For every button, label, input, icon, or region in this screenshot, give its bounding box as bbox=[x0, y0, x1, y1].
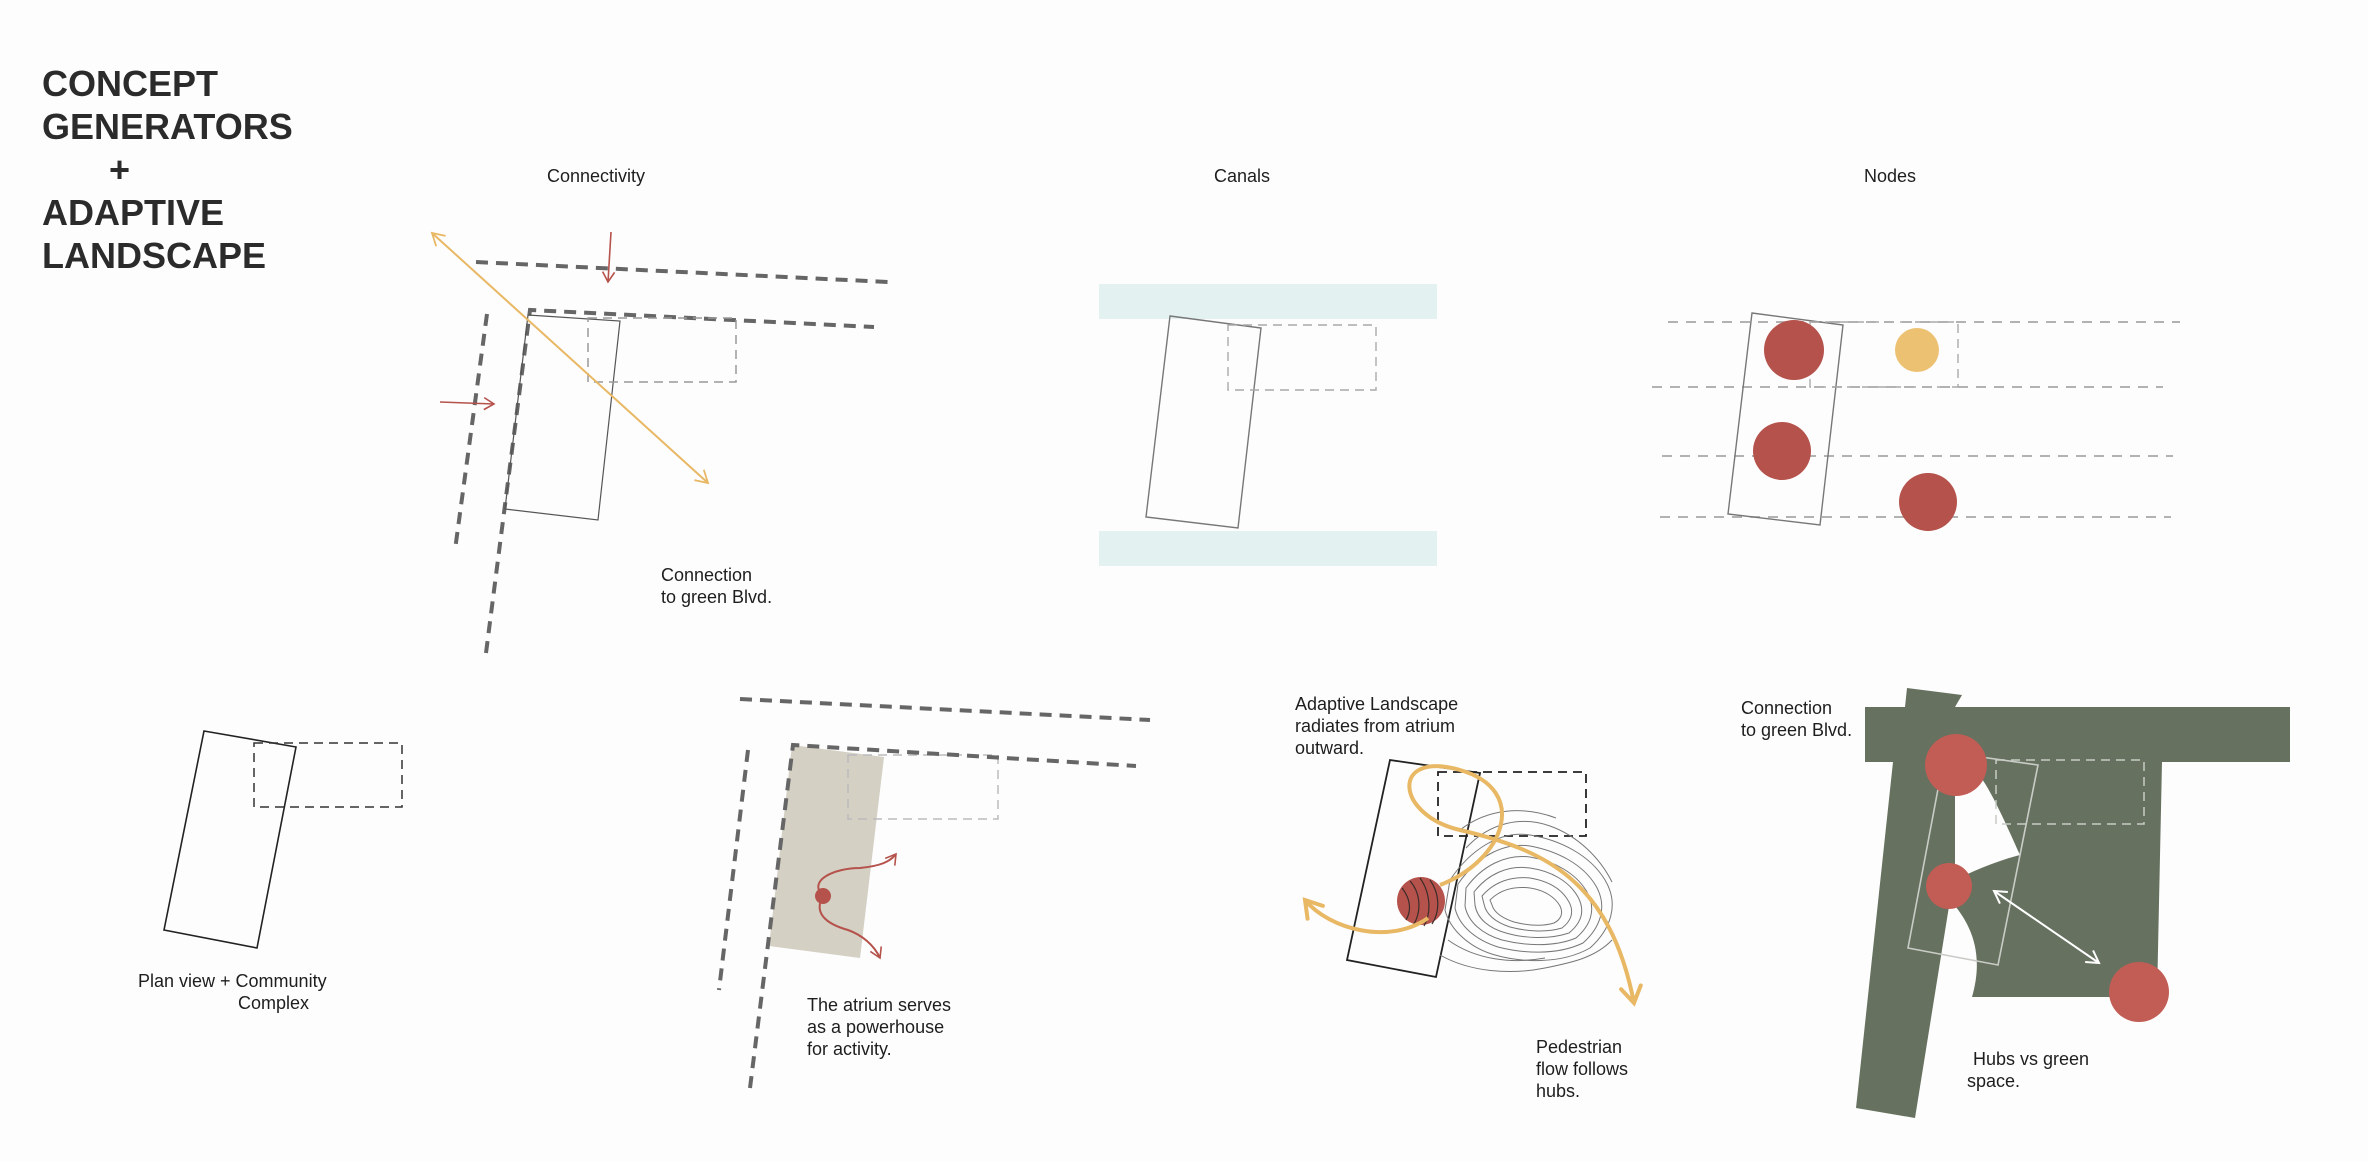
canals-diagram bbox=[1099, 284, 1437, 566]
street-dashed-line bbox=[717, 749, 750, 991]
caption-plan-view: Plan view + Community Complex bbox=[138, 970, 327, 1014]
caption-pedestrian-flow: Pedestrian flow follows hubs. bbox=[1536, 1036, 1628, 1102]
connectivity-diagram bbox=[430, 231, 889, 654]
red-entry-arrow-left bbox=[439, 396, 496, 411]
caption-line: as a powerhouse bbox=[807, 1017, 945, 1037]
caption-connection-green: Connection to green Blvd. bbox=[1741, 697, 1852, 741]
annex-dashed-outline bbox=[1437, 771, 1587, 837]
yellow-connection-arrow bbox=[430, 231, 710, 485]
heading-canals: Canals bbox=[1214, 166, 1271, 186]
building-outline bbox=[1907, 751, 2039, 966]
site-boundary-dashed-line bbox=[484, 307, 875, 654]
hub-node bbox=[1753, 422, 1811, 480]
hub-node bbox=[1926, 863, 1972, 909]
pedestrian-flow-arrow-east bbox=[1407, 764, 1643, 1007]
building-outline bbox=[1345, 758, 1482, 979]
title-line-4: ADAPTIVE bbox=[42, 192, 225, 233]
title-line-5: LANDSCAPE bbox=[42, 235, 267, 276]
caption-line: to green Blvd. bbox=[1741, 720, 1853, 740]
caption-line: Hubs vs green bbox=[1973, 1049, 2090, 1069]
heading-connectivity: Connectivity bbox=[547, 166, 646, 186]
hub-node bbox=[1764, 320, 1824, 380]
caption-line: Pedestrian bbox=[1536, 1037, 1623, 1057]
building-outline bbox=[1145, 315, 1262, 529]
site-boundary-dashed-line bbox=[748, 742, 1137, 1089]
caption-line: hubs. bbox=[1536, 1081, 1581, 1101]
caption-atrium: The atrium serves as a powerhouse for ac… bbox=[807, 994, 951, 1060]
annex-dashed-outline bbox=[253, 742, 403, 808]
secondary-node bbox=[1895, 328, 1939, 372]
plan-view-diagram bbox=[163, 730, 403, 949]
building-outline bbox=[163, 730, 297, 949]
annex-dashed-outline bbox=[847, 754, 999, 820]
caption-line: Adaptive Landscape bbox=[1295, 694, 1459, 714]
caption-line: outward. bbox=[1295, 738, 1365, 758]
pedestrian-flow-arrow-west bbox=[1302, 897, 1430, 935]
green-space-shape bbox=[1856, 688, 2290, 1118]
caption-line: to green Blvd. bbox=[661, 587, 773, 607]
annex-dashed-outline bbox=[587, 317, 737, 383]
boulevard-dashed-line bbox=[739, 697, 1151, 722]
building-outline bbox=[504, 314, 621, 521]
caption-line: radiates from atrium bbox=[1295, 716, 1456, 736]
caption-line: Plan view + Community bbox=[138, 971, 327, 991]
activity-arrow-down bbox=[818, 895, 883, 960]
caption-adaptive-landscape: Adaptive Landscape radiates from atrium … bbox=[1295, 693, 1458, 759]
caption-line: Connection bbox=[1741, 698, 1833, 718]
topographic-contours bbox=[1439, 810, 1613, 972]
boulevard-dashed-line bbox=[475, 260, 889, 284]
page-title: CONCEPT GENERATORS + ADAPTIVE LANDSCAPE bbox=[42, 62, 293, 277]
hubs-green-diagram bbox=[1856, 688, 2290, 1118]
caption-line: Complex bbox=[238, 993, 310, 1013]
heading-nodes: Nodes bbox=[1864, 166, 1917, 186]
caption-line: Connection bbox=[661, 565, 753, 585]
nodes-diagram bbox=[1652, 312, 2180, 531]
courtyard-void bbox=[1955, 776, 2020, 880]
caption-hubs: Hubs vs green space. bbox=[1967, 1048, 2089, 1092]
caption-connectivity: Connection to green Blvd. bbox=[661, 564, 772, 608]
atrium-diagram bbox=[717, 697, 1151, 1089]
hub-node bbox=[2109, 962, 2169, 1022]
canal-top bbox=[1099, 284, 1437, 319]
atrium-contours bbox=[1397, 877, 1445, 927]
adaptive-landscape-diagram bbox=[1302, 758, 1643, 1007]
red-entry-arrow-top bbox=[601, 231, 616, 284]
hub-node bbox=[1899, 473, 1957, 531]
caption-line: The atrium serves bbox=[807, 995, 952, 1015]
hub-node bbox=[1925, 734, 1987, 796]
building-outline bbox=[1727, 312, 1844, 526]
canal-bottom bbox=[1099, 531, 1437, 566]
atrium-building-fill bbox=[769, 745, 884, 958]
title-line-2: GENERATORS bbox=[42, 106, 293, 147]
activity-arrow-up bbox=[817, 852, 897, 897]
caption-line: flow follows bbox=[1536, 1059, 1629, 1079]
annex-dashed-outline bbox=[1227, 324, 1377, 391]
title-plus: + bbox=[109, 149, 131, 190]
street-dashed-line bbox=[453, 313, 489, 551]
hub-connection-arrow bbox=[1992, 889, 2101, 965]
title-line-1: CONCEPT bbox=[42, 63, 219, 104]
caption-line: space. bbox=[1967, 1071, 2021, 1091]
annex-dashed-outline bbox=[1995, 759, 2145, 825]
caption-line: for activity. bbox=[807, 1039, 892, 1059]
